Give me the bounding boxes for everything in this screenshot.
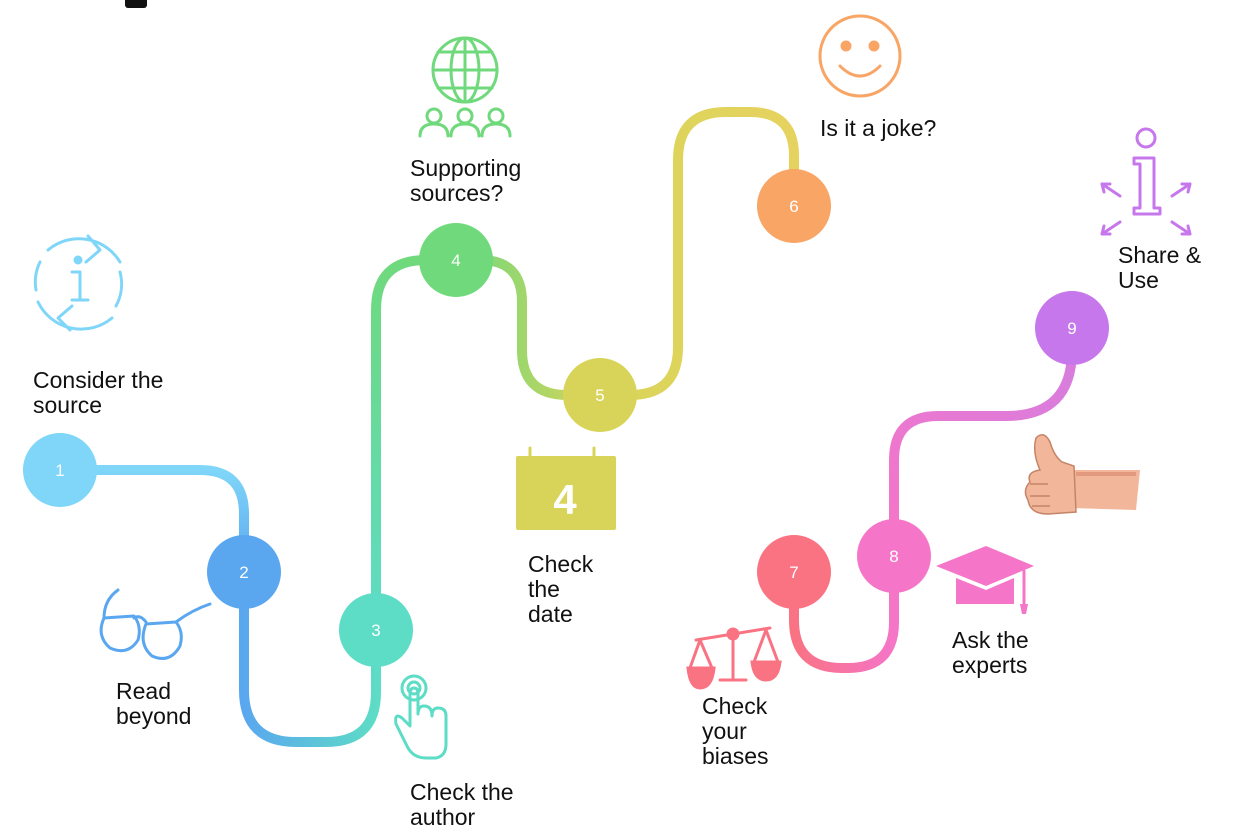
step-number-9: 9 (1067, 319, 1076, 338)
step-label-3: Check the author (410, 779, 514, 830)
path-segment-4-5 (451, 255, 605, 400)
step-number-1: 1 (55, 461, 64, 480)
step-label-5: Check the date (528, 551, 594, 627)
path-segment-2-3 (239, 567, 381, 747)
step-node-4: 4 (419, 223, 493, 297)
step-label-1: Consider the source (33, 367, 164, 418)
step-label-2: Read beyond (116, 678, 192, 729)
step-node-9: 9 (1035, 291, 1109, 365)
path-segment-3-4 (371, 255, 461, 635)
graduation-cap-icon (936, 546, 1034, 614)
path-segment-5-6 (595, 107, 799, 400)
step-number-8: 8 (889, 547, 898, 566)
step-node-8: 8 (857, 519, 931, 593)
path-segment-7-8 (789, 551, 899, 673)
step-label-9: Share & Use (1118, 242, 1202, 293)
step-number-5: 5 (595, 386, 604, 405)
glasses-icon (99, 588, 212, 660)
step-label-6: Is it a joke? (820, 115, 937, 141)
step-label-8: Ask the experts (952, 627, 1029, 678)
step-number-6: 6 (789, 197, 798, 216)
thumbs-up-icon (1024, 434, 1140, 515)
step-node-1: 1 (23, 433, 97, 507)
road-path (55, 107, 1077, 747)
step-label-7: Check your biases (702, 693, 769, 769)
path-segment-1-2 (55, 465, 249, 577)
smiley-icon (818, 14, 902, 98)
step-node-7: 7 (757, 535, 831, 609)
step-node-2: 2 (207, 535, 281, 609)
step-node-5: 5 (563, 358, 637, 432)
step-node-6: 6 (757, 169, 831, 243)
calendar-day: 4 (553, 476, 577, 523)
info-share-icon (1100, 127, 1192, 236)
calendar-icon: 4 (516, 446, 616, 530)
step-number-3: 3 (371, 621, 380, 640)
step-number-4: 4 (451, 251, 460, 270)
step-label-4: Supporting sources? (410, 155, 522, 206)
pointing-hand-icon (394, 674, 448, 760)
globe-people-icon (418, 36, 512, 138)
refresh-info-icon (33, 234, 124, 332)
path-segment-8-9 (889, 323, 1077, 561)
title-fragment (125, 0, 147, 8)
scales-icon (686, 626, 782, 690)
step-number-7: 7 (789, 563, 798, 582)
step-node-3: 3 (339, 593, 413, 667)
step-number-2: 2 (239, 563, 248, 582)
